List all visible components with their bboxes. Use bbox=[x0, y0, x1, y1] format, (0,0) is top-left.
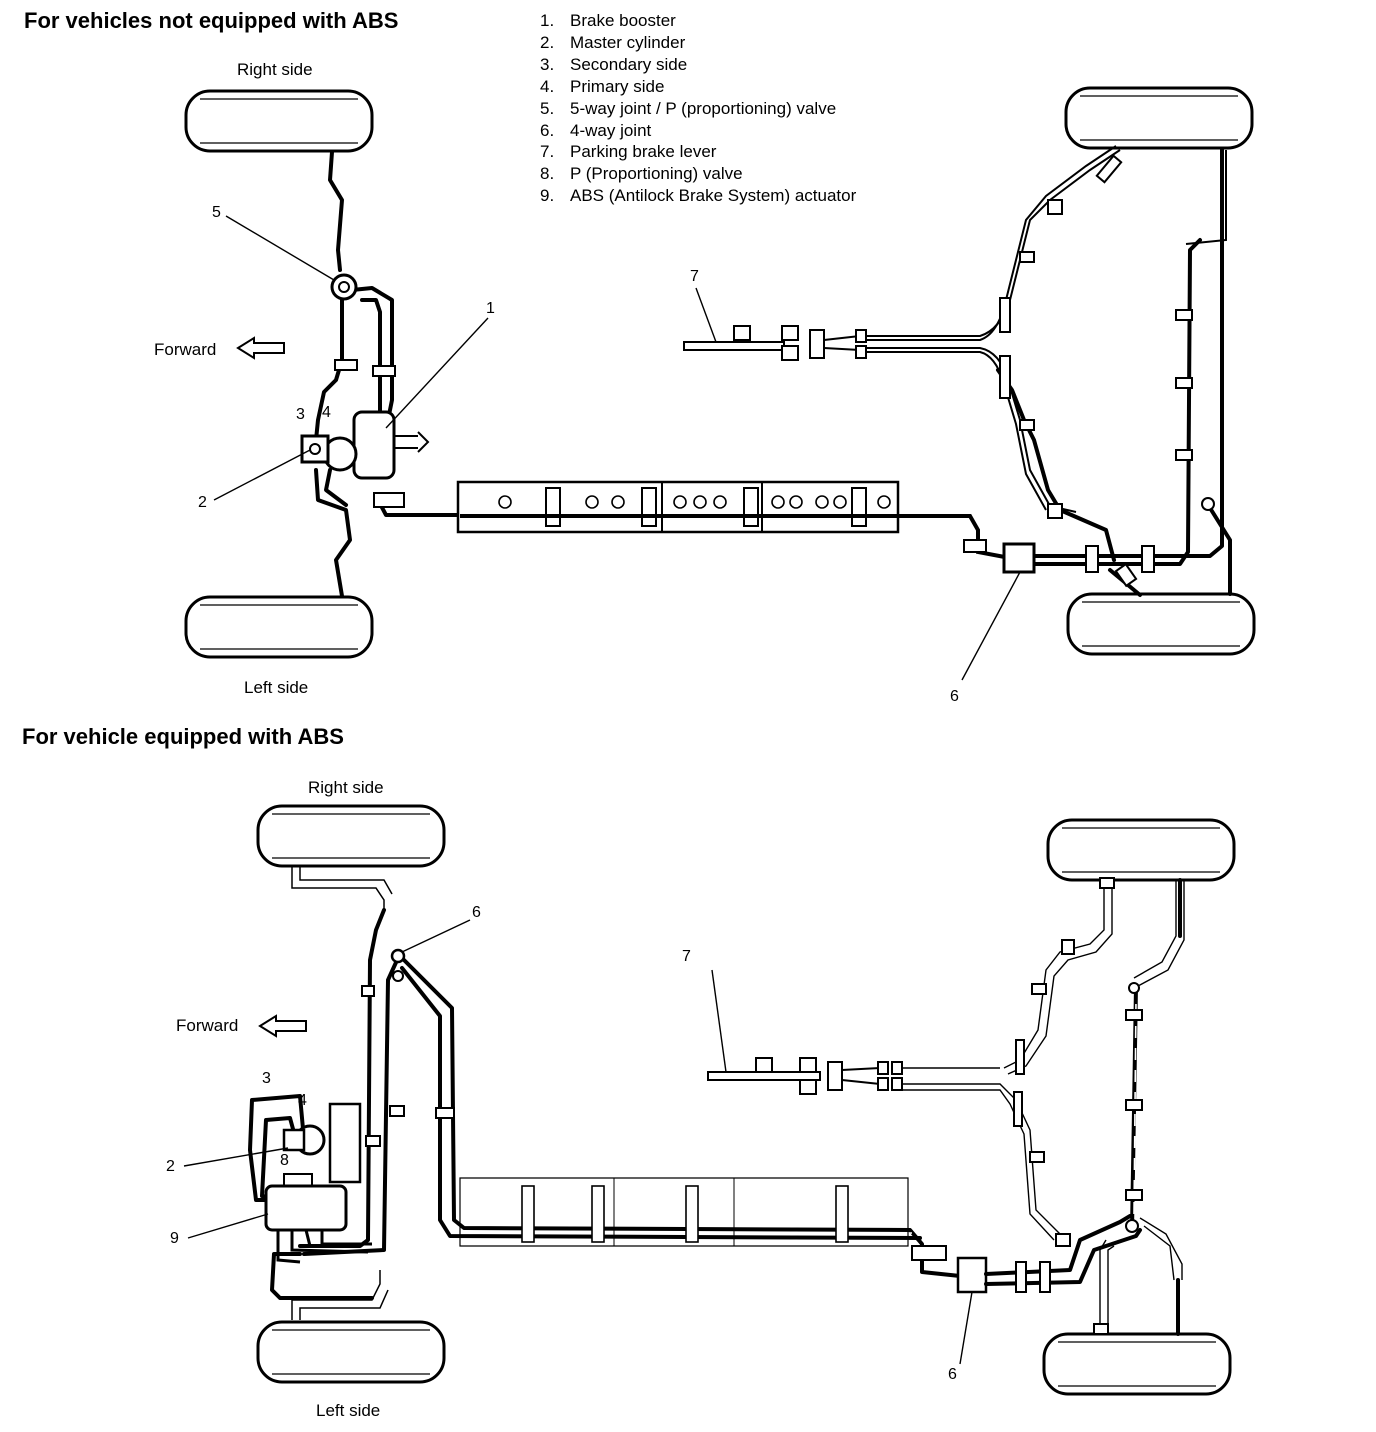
callout-2: 2 bbox=[166, 1158, 175, 1175]
callout-9: 9 bbox=[170, 1230, 179, 1247]
non-abs-diagram bbox=[184, 86, 1256, 681]
right-side-label: Right side bbox=[237, 60, 313, 79]
front-left-tire bbox=[184, 595, 374, 659]
callout-4: 4 bbox=[298, 1092, 307, 1109]
front-left-tire bbox=[256, 1320, 446, 1384]
parking-brake-lever bbox=[683, 325, 867, 361]
leader-lines bbox=[213, 215, 1021, 681]
forward-arrow-icon bbox=[259, 1015, 307, 1037]
frame-rail bbox=[456, 480, 1011, 560]
non-abs-title: For vehicles not equipped with ABS bbox=[24, 8, 399, 33]
callout-7: 7 bbox=[682, 948, 691, 965]
callout-6: 6 bbox=[472, 904, 481, 921]
rear-brake-lines bbox=[996, 148, 1232, 597]
brake-booster bbox=[352, 410, 396, 480]
forward-label: Forward bbox=[154, 340, 217, 359]
legend-item: 9.ABS (Antilock Brake System) actuator bbox=[540, 186, 857, 206]
legend-item: 1.Brake booster bbox=[540, 11, 676, 30]
leader-lines bbox=[183, 919, 973, 1365]
rear-left-tire bbox=[1066, 592, 1256, 656]
legend-item: 7.Parking brake lever bbox=[540, 142, 717, 162]
front-right-tire bbox=[256, 804, 446, 868]
parking-brake-lever bbox=[707, 1057, 903, 1095]
legend-item: 5.5-way joint / P (proportioning) valve bbox=[540, 98, 837, 118]
callout-3: 3 bbox=[296, 406, 305, 423]
abs-title: For vehicle equipped with ABS bbox=[22, 724, 344, 749]
rear-right-tire bbox=[1064, 86, 1254, 150]
parking-brake-cables bbox=[860, 145, 1227, 513]
abs-diagram bbox=[183, 804, 1236, 1396]
callout-5: 5 bbox=[212, 204, 221, 221]
brake-booster bbox=[328, 1102, 362, 1184]
left-side-label: Left side bbox=[244, 678, 309, 697]
callout-6: 6 bbox=[950, 688, 959, 705]
legend-item: 3.Secondary side bbox=[540, 54, 688, 74]
four-way-joint-rear bbox=[956, 1256, 988, 1294]
four-way-joint bbox=[1002, 542, 1036, 574]
callout-8: 8 bbox=[280, 1152, 289, 1169]
forward-arrow-icon bbox=[237, 337, 285, 359]
front-brake-lines bbox=[314, 150, 462, 598]
callout-4: 4 bbox=[322, 404, 331, 421]
four-way-joint-front bbox=[390, 948, 406, 964]
parts-legend: 1.Brake booster 2.Master cylinder 3.Seco… bbox=[540, 10, 856, 207]
callout-2: 2 bbox=[198, 494, 207, 511]
callout-6: 6 bbox=[948, 1366, 957, 1383]
rear-left-tire bbox=[1042, 1332, 1232, 1396]
left-side-label: Left side bbox=[316, 1401, 381, 1420]
legend-item: 2.Master cylinder bbox=[540, 32, 686, 52]
frame-rail bbox=[459, 1177, 909, 1247]
abs-actuator bbox=[264, 1184, 348, 1232]
callout-3: 3 bbox=[262, 1070, 271, 1087]
legend-item: 8.P (Proportioning) valve bbox=[540, 164, 743, 184]
rear-right-tire bbox=[1046, 818, 1236, 882]
callout-1: 1 bbox=[486, 300, 495, 317]
front-right-tire bbox=[184, 89, 374, 153]
callout-7: 7 bbox=[690, 268, 699, 285]
forward-label: Forward bbox=[176, 1016, 239, 1035]
legend-item: 4.Primary side bbox=[540, 76, 665, 96]
legend-item: 6.4-way joint bbox=[540, 120, 652, 140]
right-side-label: Right side bbox=[308, 778, 384, 797]
